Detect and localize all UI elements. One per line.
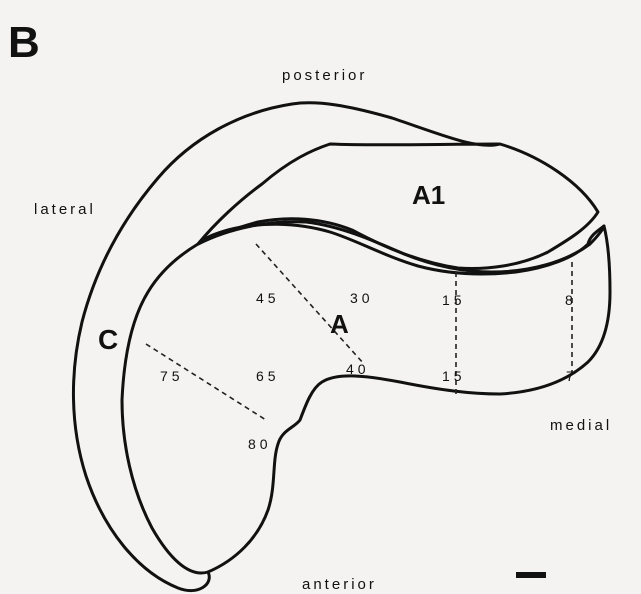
label-lateral: lateral	[34, 201, 96, 218]
region-label-a: A	[330, 309, 349, 339]
scale-bar	[516, 572, 546, 578]
value-label: 7	[566, 368, 578, 384]
value-label: 15	[442, 368, 466, 384]
value-label: 45	[256, 290, 280, 306]
value-label: 8	[565, 292, 577, 308]
value-label: 40	[346, 361, 370, 377]
panel-label: B	[8, 18, 40, 67]
label-posterior: posterior	[282, 67, 367, 84]
value-label: 75	[160, 368, 184, 384]
value-label: 65	[256, 368, 280, 384]
value-label: 80	[248, 436, 272, 452]
label-anterior: anterior	[302, 576, 377, 593]
region-label-c: C	[98, 324, 118, 355]
value-label: 30	[350, 290, 374, 306]
region-a-outline	[122, 224, 610, 573]
region-label-a1: A1	[412, 180, 445, 210]
value-label: 15	[442, 292, 466, 308]
region-a1-outline	[198, 103, 598, 269]
label-medial: medial	[550, 417, 612, 434]
